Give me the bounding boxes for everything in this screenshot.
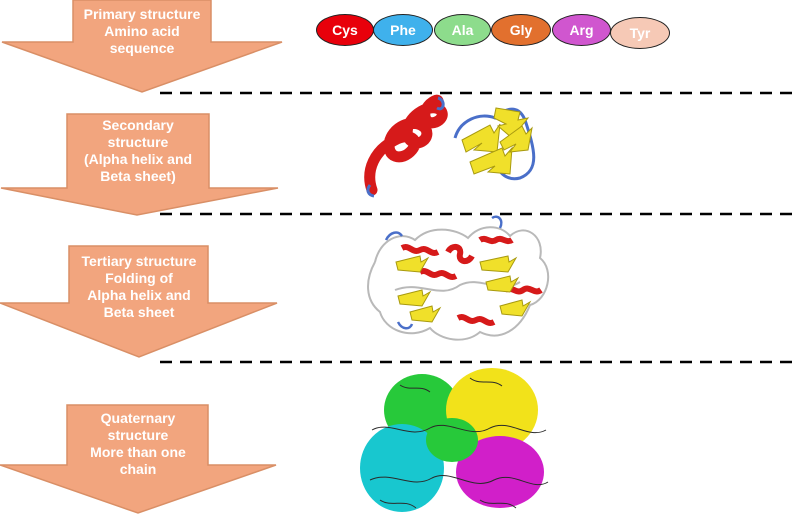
quaternary-label-line: More than one — [90, 444, 186, 460]
amino-acid-ala: Ala — [434, 14, 491, 46]
secondary-label-line: structure — [107, 134, 169, 150]
primary-label-line: Primary structure — [83, 6, 201, 22]
quaternary-label-line: Quaternary — [100, 410, 176, 426]
secondary-label-line: Secondary — [102, 117, 174, 133]
secondary-structure-arrow — [0, 113, 279, 216]
quaternary-structure-arrow — [0, 404, 277, 514]
amino-acid-cys: Cys — [316, 14, 374, 46]
primary-label-line: sequence — [109, 40, 175, 56]
tertiary-fold-illustration — [367, 215, 550, 341]
amino-acid-tyr: Tyr — [610, 17, 670, 49]
tertiary-structure-arrow — [0, 245, 278, 358]
tertiary-label-line: Tertiary structure — [81, 253, 197, 269]
tertiary-label-line: Alpha helix and — [87, 287, 191, 303]
amino-acid-gly: Gly — [491, 14, 551, 46]
primary-label-line: Amino acid — [104, 23, 180, 39]
amino-acid-phe: Phe — [373, 14, 433, 46]
amino-acid-arg: Arg — [552, 14, 611, 46]
quaternary-label-line: structure — [107, 427, 169, 443]
quaternary-chains-illustration — [360, 368, 549, 512]
secondary-label-line: Beta sheet) — [100, 168, 176, 184]
tertiary-label-line: Folding of — [105, 270, 173, 286]
tertiary-label-line: Beta sheet — [103, 304, 175, 320]
primary-structure-arrow — [1, 0, 283, 93]
beta-sheet-illustration — [453, 107, 536, 181]
secondary-label-line: (Alpha helix and — [83, 151, 193, 167]
alpha-helix-illustration — [364, 94, 448, 198]
quaternary-label-line: chain — [119, 461, 157, 477]
